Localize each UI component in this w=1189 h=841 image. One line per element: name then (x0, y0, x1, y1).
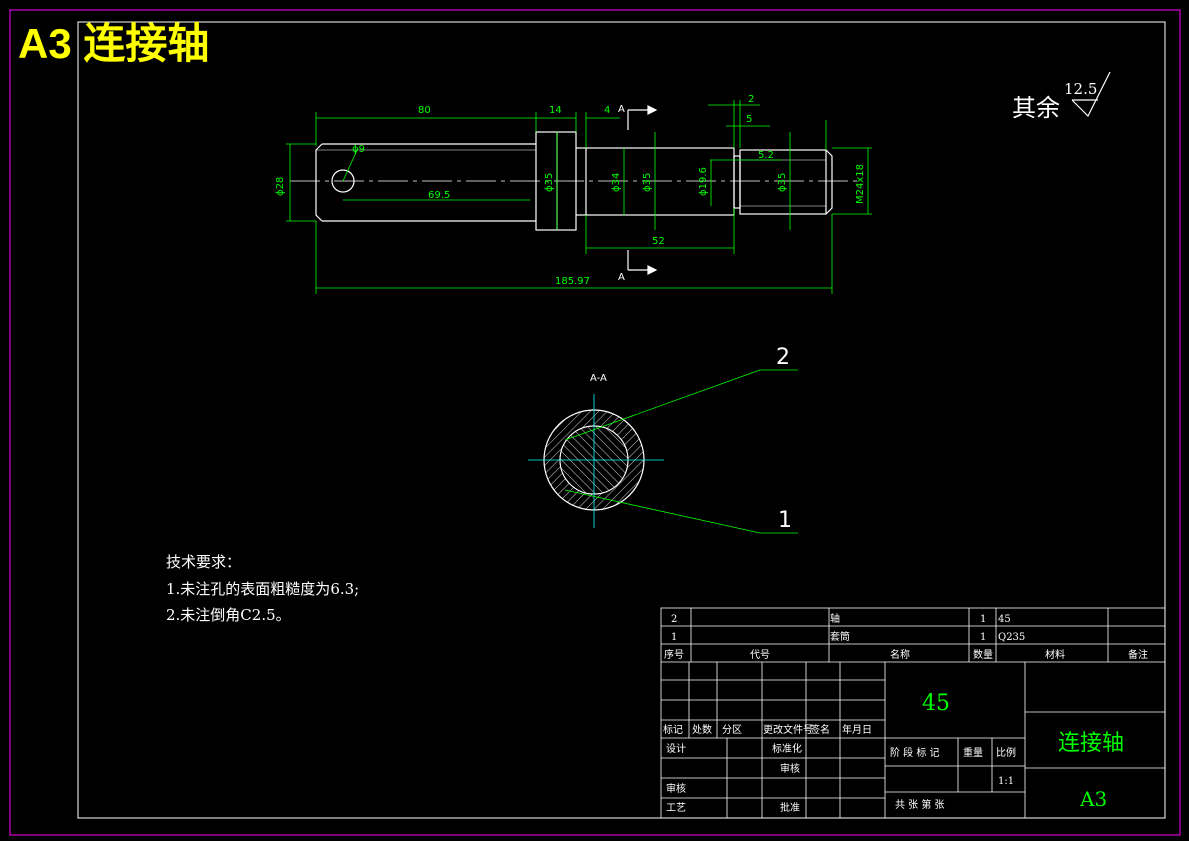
scale-value: 1:1 (998, 776, 1014, 787)
tech-note-2: 2.未注倒角C2.5。 (166, 606, 291, 624)
dim-dia9: ϕ9 (352, 144, 365, 155)
dim-5-2: 5.2 (758, 150, 774, 161)
roughness-value: 12.5 (1064, 80, 1097, 98)
role-weight: 重量 (963, 746, 983, 759)
dim-dia35-b: ϕ35 (642, 173, 653, 192)
bom-header-material: 材料 (1045, 648, 1065, 661)
dim-dia35-c: ϕ35 (777, 173, 788, 192)
role-approve: 批准 (780, 801, 800, 814)
title-block-lines (660, 607, 1166, 819)
section-cut-marks (627, 105, 658, 275)
dim-dia19-6: ϕ19.6 (698, 167, 709, 196)
bom-row-2-seq: 1 (671, 632, 677, 643)
cut-label-top: A (618, 104, 625, 115)
bom-row-1-material: 45 (998, 614, 1011, 625)
bom-row-1-name: 轴 (830, 612, 840, 625)
role-ratio: 比例 (996, 746, 1016, 759)
dim-69-5: 69.5 (428, 190, 450, 201)
rev-header-count: 处数 (692, 723, 712, 736)
title-material: 45 (922, 691, 950, 716)
dim-5: 5 (746, 114, 752, 125)
dimension-lines (286, 100, 872, 294)
title-part-name: 连接轴 (1058, 731, 1124, 756)
role-craft: 工艺 (666, 802, 686, 814)
bom-header-name: 名称 (890, 648, 910, 661)
dim-52: 52 (652, 236, 665, 247)
bom-header-qty: 数量 (973, 648, 993, 661)
dim-2: 2 (748, 94, 754, 105)
rev-header-mark: 标记 (663, 724, 683, 736)
title-sheet-size: A3 (1079, 787, 1107, 811)
tech-note-1: 1.未注孔的表面粗糙度为6.3; (166, 580, 359, 598)
cut-label-bottom: A (618, 272, 625, 283)
role-design: 设计 (666, 742, 686, 755)
dim-dia34: ϕ34 (611, 173, 622, 192)
role-standardize: 标准化 (772, 742, 802, 755)
dim-thread: M24x18 (855, 164, 866, 204)
bom-row-2-material: Q235 (998, 632, 1025, 643)
dim-total: 185.97 (555, 276, 590, 287)
roughness-symbol: 其余 12.5 (1012, 71, 1111, 122)
role-check: 审核 (780, 762, 800, 775)
inner-frame (77, 21, 1166, 819)
bom-row-1-qty: 1 (980, 614, 986, 625)
outer-frame (9, 9, 1181, 836)
bom-row-1-seq: 2 (671, 614, 677, 625)
bom-row-2-qty: 1 (980, 632, 986, 643)
rev-header-sign: 签名 (810, 723, 830, 736)
rev-header-zone: 分区 (722, 724, 742, 736)
rev-header-date: 年月日 (842, 723, 872, 736)
dim-14: 14 (549, 105, 562, 116)
rev-header-file: 更改文件号 (763, 723, 813, 736)
bom-header-note: 备注 (1128, 648, 1148, 661)
section-view (528, 369, 798, 534)
role-sheets: 共 张 第 张 (895, 798, 945, 811)
section-title: A-A (590, 373, 607, 384)
bom-header-code: 代号 (750, 649, 770, 661)
dim-80: 80 (418, 105, 431, 116)
role-stage: 阶 段 标 记 (890, 746, 940, 759)
bom-row-2-name: 套筒 (830, 630, 850, 643)
bom-header-seq: 序号 (664, 648, 684, 661)
tech-notes-heading: 技术要求： (166, 553, 241, 571)
roughness-label: 其余 (1012, 94, 1060, 122)
shaft-main-view (315, 131, 833, 231)
balloon-2: 2 (776, 345, 790, 370)
dim-dia35-a: ϕ35 (544, 173, 555, 192)
role-review: 审核 (666, 782, 686, 795)
dim-4: 4 (604, 105, 610, 116)
sheet-title: A3 连接轴 (18, 20, 209, 67)
balloon-1: 1 (778, 508, 792, 533)
dim-dia28: ϕ28 (275, 177, 286, 196)
